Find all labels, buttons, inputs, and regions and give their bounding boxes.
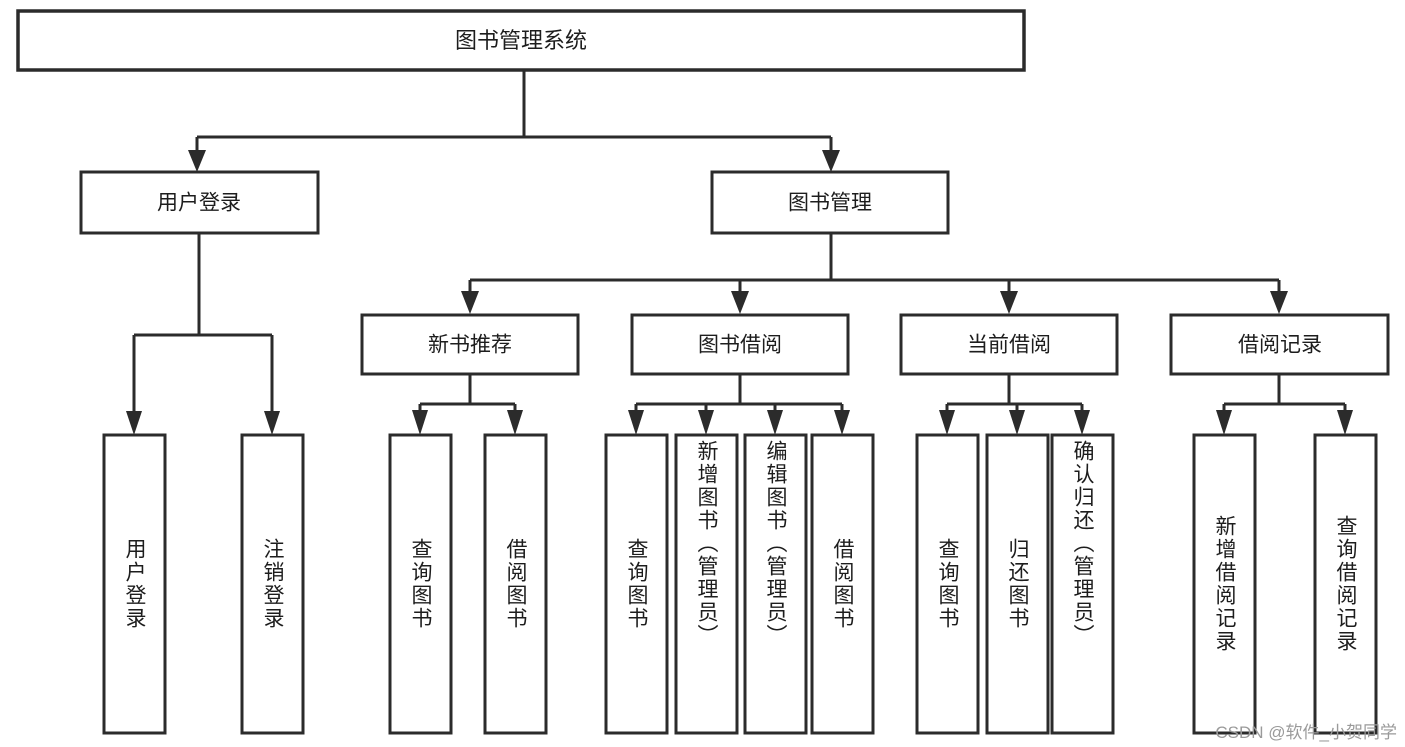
arrow-current-borrow-leaf-2 (1074, 410, 1090, 435)
arrow-user-login-leaf-1 (264, 411, 280, 435)
node-leaf-user-login-0[interactable] (102, 433, 167, 735)
arrow-borrow-records-leaf-1 (1337, 410, 1353, 435)
node-leaf-user-login-1[interactable] (240, 433, 305, 735)
arrow-bm-to-new-book (461, 291, 479, 314)
node-new-book-recommend[interactable] (360, 313, 580, 376)
arrow-new-book-leaf-1 (507, 410, 523, 435)
node-book-borrow[interactable] (630, 313, 850, 376)
arrow-current-borrow-leaf-0 (939, 410, 955, 435)
node-book-management-label: 图书管理 (788, 192, 872, 215)
arrow-bm-to-current-borrow (1000, 291, 1018, 314)
arrow-new-book-leaf-0 (412, 410, 428, 435)
node-book-management[interactable] (710, 170, 950, 235)
node-current-borrow-label: 当前借阅 (967, 334, 1051, 357)
node-new-book-recommend-label: 新书推荐 (428, 334, 512, 357)
node-leaf-new-book-0[interactable] (388, 433, 453, 735)
node-leaf-book-borrow-2[interactable] (743, 433, 808, 735)
node-leaf-current-borrow-0[interactable] (915, 433, 980, 735)
arrow-book-borrow-leaf-2 (767, 410, 783, 435)
connector-layer (126, 70, 1353, 435)
arrow-borrow-records-leaf-0 (1216, 410, 1232, 435)
node-leaf-borrow-records-1[interactable] (1313, 433, 1378, 735)
node-borrow-records[interactable] (1169, 313, 1390, 376)
node-borrow-records-label: 借阅记录 (1238, 334, 1322, 357)
node-user-login[interactable] (79, 170, 320, 235)
arrow-bm-to-borrow-records (1270, 291, 1288, 314)
node-leaf-new-book-1[interactable] (483, 433, 548, 735)
arrow-book-borrow-leaf-0 (628, 410, 644, 435)
node-book-borrow-label: 图书借阅 (698, 334, 782, 357)
arrow-bm-to-book-borrow (731, 291, 749, 314)
node-leaf-borrow-records-0[interactable] (1192, 433, 1257, 735)
arrow-book-borrow-leaf-1 (698, 410, 714, 435)
node-layer: 图书管理系统 用户登录 图书管理 新书推荐 图书借阅 当前借阅 借阅记录 (16, 9, 1390, 735)
arrow-current-borrow-leaf-1 (1009, 410, 1025, 435)
node-leaf-current-borrow-2[interactable] (1050, 433, 1115, 735)
node-root-label: 图书管理系统 (455, 28, 587, 53)
node-current-borrow[interactable] (899, 313, 1119, 376)
node-leaf-current-borrow-1[interactable] (985, 433, 1050, 735)
node-leaf-book-borrow-0[interactable] (604, 433, 669, 735)
arrow-root-to-book-manage (822, 150, 840, 172)
node-leaf-book-borrow-3[interactable] (810, 433, 875, 735)
arrow-user-login-leaf-0 (126, 411, 142, 435)
node-root-book-management-system[interactable] (16, 9, 1026, 72)
arrow-book-borrow-leaf-3 (834, 410, 850, 435)
node-leaf-book-borrow-1[interactable] (674, 433, 739, 735)
node-user-login-label: 用户登录 (157, 192, 241, 215)
arrow-root-to-user-login (188, 150, 206, 172)
